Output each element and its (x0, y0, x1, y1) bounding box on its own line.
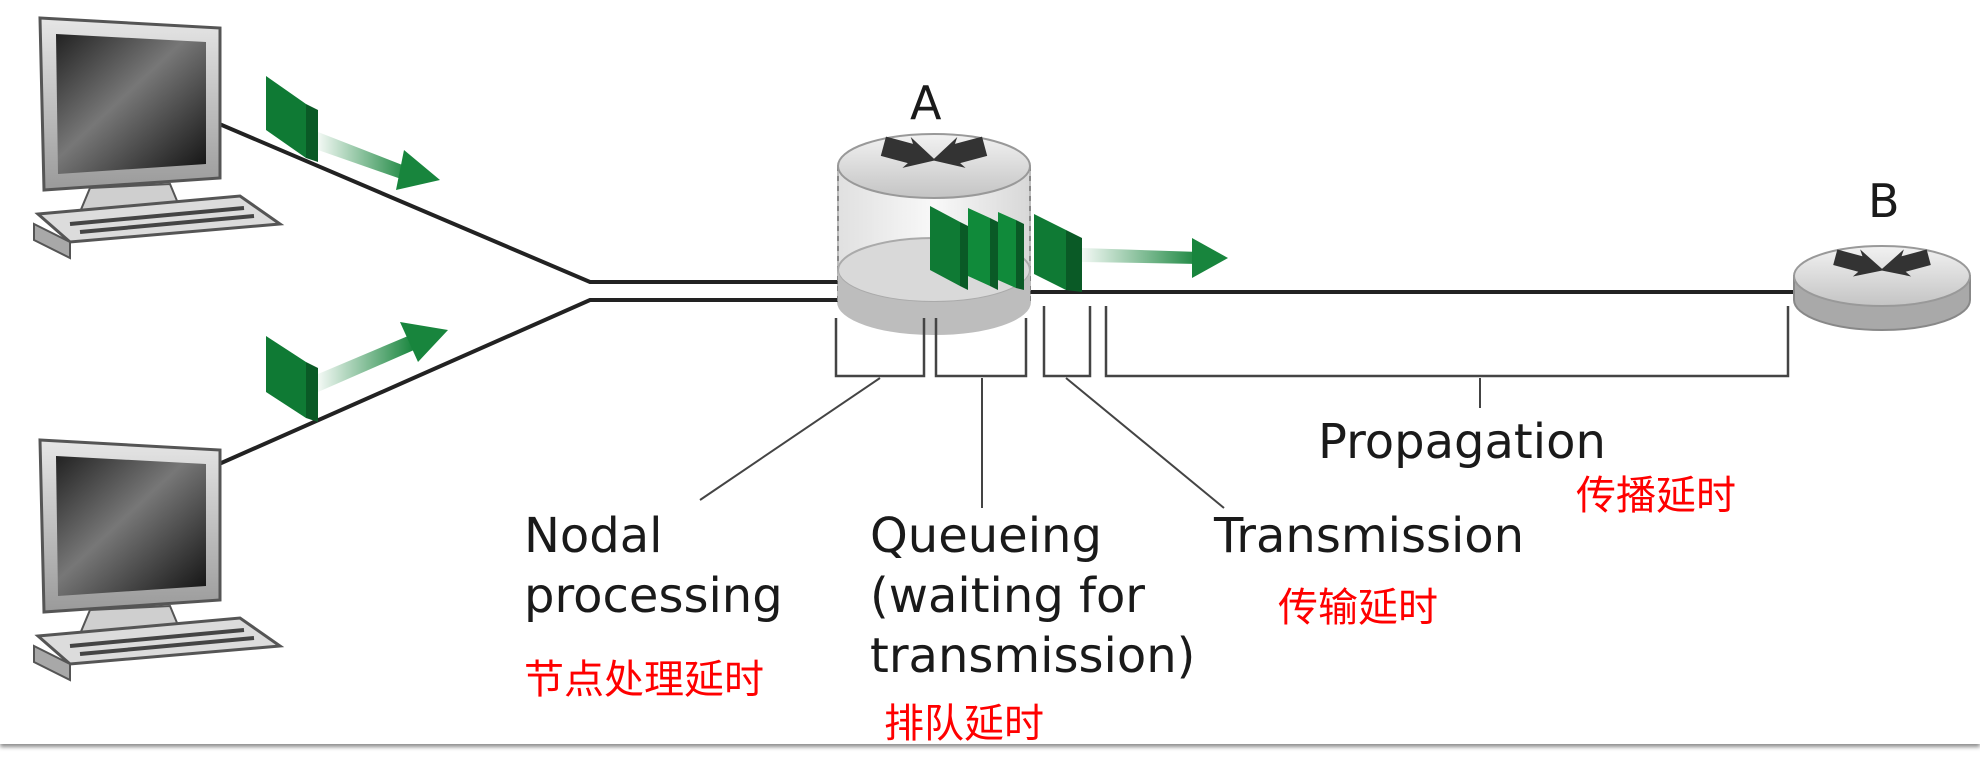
packet-icon (266, 322, 448, 422)
network-links (209, 118, 1800, 470)
transmission-cn-label: 传输延时 (1278, 585, 1438, 631)
propagation-cn-label: 传播延时 (1576, 473, 1736, 519)
router-a-label: A (910, 76, 942, 130)
link-host1 (209, 118, 840, 284)
packet-icon (266, 76, 440, 190)
transmission-label: Transmission (1214, 508, 1525, 564)
bracket-propagation (1104, 306, 1790, 378)
router-b-label: B (1868, 174, 1900, 228)
bracket-queueing (934, 318, 1028, 378)
transmit-arrow-icon (1082, 238, 1228, 278)
nodal-processing-label-line1: Nodal (524, 508, 663, 564)
queueing-label-line3: transmission) (870, 628, 1196, 684)
queueing-label-line2: (waiting for (870, 568, 1146, 624)
delay-brackets (834, 306, 1790, 378)
host-computer-icon (33, 16, 285, 260)
queued-packets (930, 206, 1082, 292)
link-host2 (209, 298, 840, 470)
nodal-processing-cn-label: 节点处理延时 (524, 657, 764, 703)
propagation-label: Propagation (1318, 414, 1606, 470)
queueing-label-line1: Queueing (870, 508, 1102, 564)
nodal-processing-label-line2: processing (524, 568, 783, 624)
router-b-icon (1793, 245, 1971, 331)
leader-lines (699, 377, 1481, 509)
queueing-cn-label: 排队延时 (884, 701, 1044, 747)
bracket-transmission (1042, 306, 1092, 378)
bracket-nodal (834, 318, 926, 378)
host-computer-icon (33, 438, 285, 682)
